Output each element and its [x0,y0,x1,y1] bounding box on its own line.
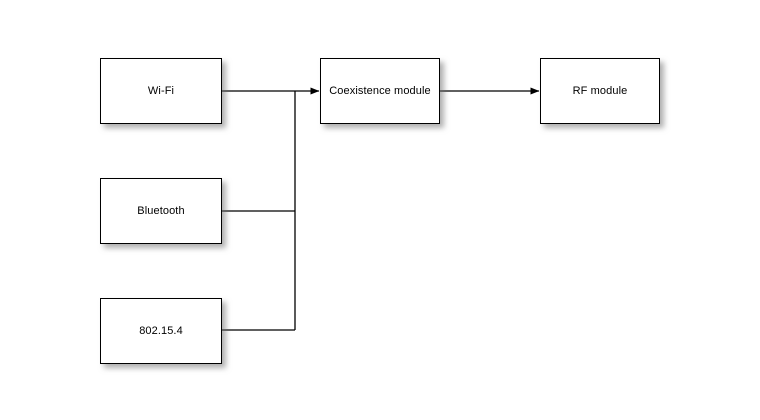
node-wifi[interactable]: Wi-Fi [100,58,222,124]
node-rf-module[interactable]: RF module [540,58,660,124]
node-coexistence-module-label: Coexistence module [329,84,431,97]
node-802-15-4[interactable]: 802.15.4 [100,298,222,364]
node-bluetooth[interactable]: Bluetooth [100,178,222,244]
node-coexistence-module[interactable]: Coexistence module [320,58,440,124]
node-rf-module-label: RF module [572,84,628,97]
node-bluetooth-label: Bluetooth [137,204,185,217]
node-802-15-4-label: 802.15.4 [139,324,183,337]
node-wifi-label: Wi-Fi [147,84,175,97]
